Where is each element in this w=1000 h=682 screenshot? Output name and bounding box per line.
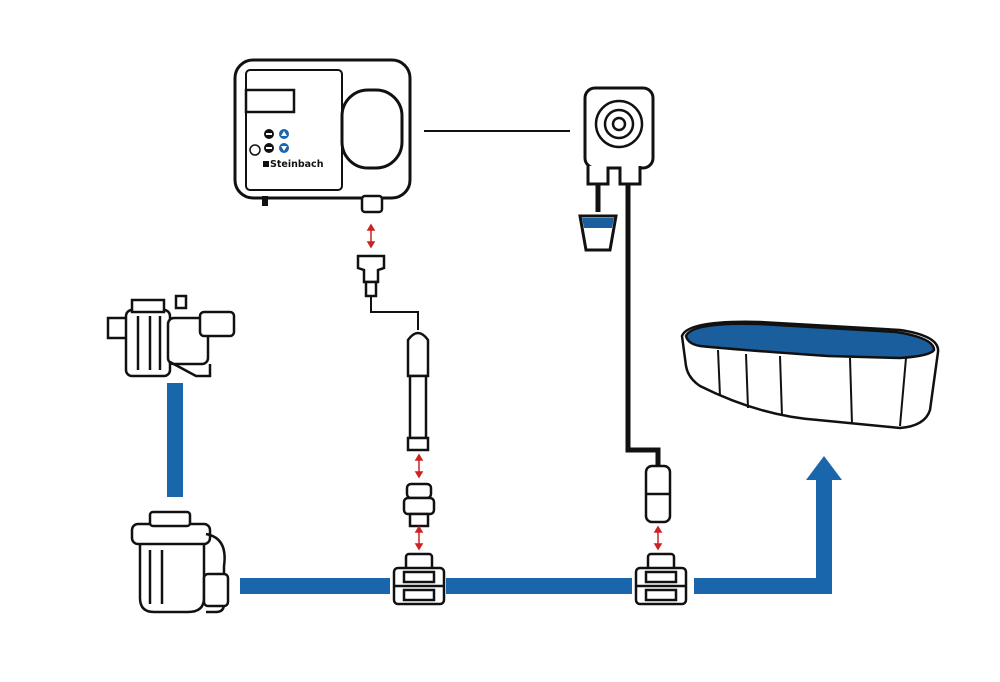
brand-label: Steinbach — [263, 159, 324, 170]
pipe-filter-to-clamp1 — [240, 578, 390, 594]
filter-pump-icon — [106, 294, 236, 378]
injection-nozzle-icon-2 — [644, 464, 672, 524]
chemical-cup-icon — [578, 214, 618, 252]
connection-lines — [370, 130, 661, 468]
control-unit-icon — [233, 58, 412, 214]
display-window — [340, 88, 404, 170]
injection-nozzle-icon — [402, 482, 436, 528]
brand-name: Steinbach — [270, 159, 324, 170]
pipe-clamp-icon-2 — [634, 552, 688, 606]
probe-connector-icon — [356, 254, 386, 298]
pipe-clamp-icon — [392, 552, 446, 606]
control-buttons — [264, 129, 289, 153]
dosing-hose — [625, 182, 661, 468]
pipe-riser-to-pool — [816, 478, 832, 594]
pipe-clamp1-to-clamp2 — [446, 578, 632, 594]
steinbach-logo-mark — [263, 161, 269, 167]
sand-filter-icon — [130, 510, 230, 614]
display-screen — [244, 88, 296, 114]
connect-arrow-control-to-probe — [366, 223, 376, 249]
peristaltic-pump-icon — [583, 86, 655, 186]
connect-arrow-hose-to-clamp — [653, 525, 663, 551]
pipe-pump-to-filter — [167, 383, 183, 497]
flow-arrow-to-pool — [806, 456, 842, 480]
ph-probe-icon — [406, 331, 430, 452]
connect-arrow-nozzle-to-clamp — [414, 525, 424, 551]
connect-arrow-probe-to-nozzle — [414, 453, 424, 479]
water-pipes — [167, 383, 842, 594]
pool-icon — [680, 320, 940, 430]
connector-arrows — [366, 223, 663, 551]
pipe-clamp2-to-pool — [694, 578, 832, 594]
probe-cable — [370, 296, 419, 330]
power-indicator-icon — [249, 144, 261, 156]
